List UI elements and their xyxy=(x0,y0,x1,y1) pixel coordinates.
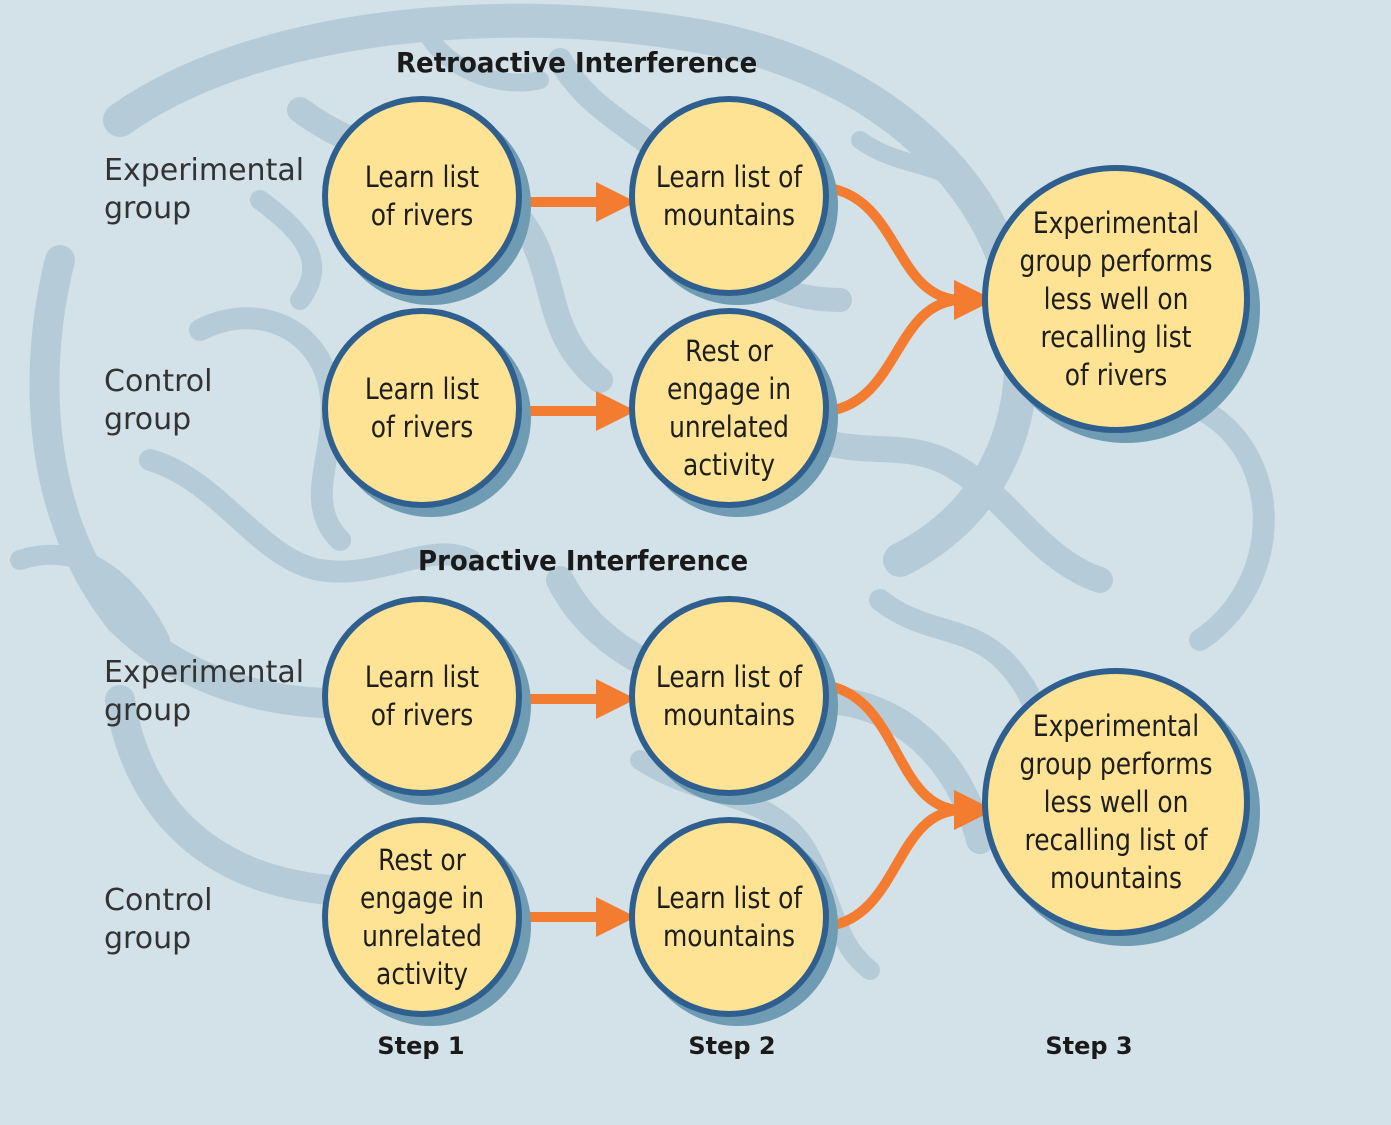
retro-result-node: Experimental group performs less well on… xyxy=(982,165,1260,443)
pro-control-group-label: Control group xyxy=(104,883,213,956)
pro-exp-step2-text: Learn list of mountains xyxy=(655,660,803,732)
pro-ctrl-step1-text: Rest or engage in unrelated activity xyxy=(359,843,485,991)
retro-experimental-group-label: Experimental group xyxy=(104,153,305,226)
pro-ctrl-step2-text: Learn list of mountains xyxy=(655,881,803,953)
retro-exp-step1-text: Learn list of rivers xyxy=(364,160,480,232)
pro-ctrl-step1-node: Rest or engage in unrelated activity xyxy=(322,817,531,1026)
pro-exp-step2-node: Learn list of mountains xyxy=(629,596,838,805)
retroactive-title: Retroactive Interference xyxy=(396,46,758,79)
retro-exp-step2-text: Learn list of mountains xyxy=(655,160,803,232)
step-2-label: Step 2 xyxy=(688,1032,776,1060)
retro-exp-step1-node: Learn list of rivers xyxy=(322,96,531,305)
retro-ctrl-step1-text: Learn list of rivers xyxy=(364,372,480,444)
step-3-label: Step 3 xyxy=(1045,1032,1133,1060)
retro-result-text: Experimental group performs less well on… xyxy=(1019,206,1213,392)
retro-control-group-label: Control group xyxy=(104,364,213,437)
pro-exp-step1-text: Learn list of rivers xyxy=(364,660,480,732)
pro-result-text: Experimental group performs less well on… xyxy=(1019,709,1213,895)
retro-ctrl-step2-text: Rest or engage in unrelated activity xyxy=(666,334,792,482)
retro-ctrl-step2-node: Rest or engage in unrelated activity xyxy=(629,308,838,517)
pro-result-node: Experimental group performs less well on… xyxy=(982,668,1260,946)
proactive-title: Proactive Interference xyxy=(418,544,749,577)
pro-exp-step1-node: Learn list of rivers xyxy=(322,596,531,805)
retro-ctrl-step1-node: Learn list of rivers xyxy=(322,308,531,517)
retro-exp-step2-node: Learn list of mountains xyxy=(629,96,838,305)
pro-ctrl-step2-node: Learn list of mountains xyxy=(629,817,838,1026)
pro-experimental-group-label: Experimental group xyxy=(104,655,305,728)
step-1-label: Step 1 xyxy=(377,1032,465,1060)
